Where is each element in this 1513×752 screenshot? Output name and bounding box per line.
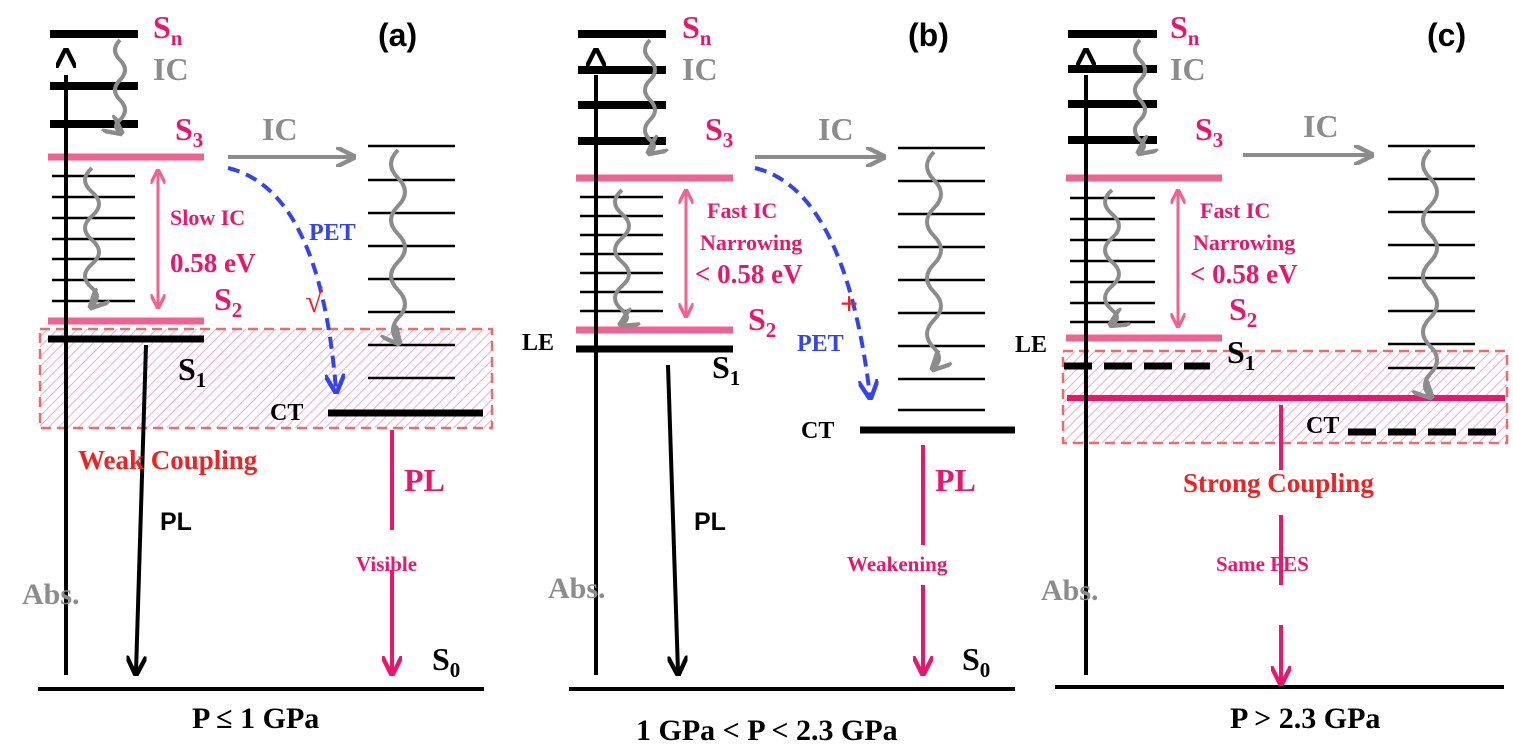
gap-label: Narrowing (700, 230, 802, 255)
s1-label: S1 (178, 351, 206, 392)
pressure-label: 1 GPa < P < 2.3 GPa (636, 714, 898, 747)
ic-wavy-arrow (613, 188, 629, 324)
pressure-label: P > 2.3 GPa (1230, 702, 1380, 735)
ic-label: IC (1303, 108, 1339, 144)
ic-label: IC (262, 111, 298, 147)
s0-label: S0 (962, 641, 990, 682)
ic-label: IC (682, 51, 718, 87)
abs-label: Abs. (1041, 574, 1099, 607)
pl-label: PL (160, 508, 192, 536)
ic-wavy-arrow (83, 166, 99, 306)
s2-label: S2 (214, 281, 242, 322)
ic-wavy-arrow (645, 38, 655, 152)
pl-label: PL (694, 508, 726, 536)
gap-label: Fast IC (707, 198, 777, 223)
ic-wavy-arrow (925, 150, 941, 368)
s1-label: S1 (712, 349, 740, 390)
pet-allowed-mark: √ (305, 283, 323, 319)
gap-label: < 0.58 eV (695, 259, 803, 289)
pl-note: Visible (356, 552, 417, 576)
ic-label: IC (1170, 51, 1206, 87)
le-label: LE (1015, 332, 1047, 358)
panel-b: (b) Sn IC S3 IC Fast IC Narrowing < 0.58… (522, 9, 1015, 747)
vibrational-levels (580, 195, 663, 313)
ct-vibrational-levels (898, 146, 985, 412)
ct-label: CT (270, 400, 303, 426)
pl-label: PL (404, 462, 445, 498)
ic-label: IC (153, 51, 189, 87)
abs-label: Abs. (22, 578, 80, 611)
pl-note: Weakening (847, 552, 948, 576)
ic-wavy-arrow (115, 38, 125, 132)
gap-label: Narrowing (1193, 230, 1295, 255)
gap-label: 0.58 eV (170, 248, 256, 278)
ct-label: CT (1306, 413, 1339, 439)
panel-letter: (b) (908, 17, 949, 53)
panel-c: (c) Sn IC S3 IC Fast IC Narrowing < 0.58… (1015, 9, 1509, 735)
ic-wavy-arrow (391, 148, 407, 342)
pet-arrow (754, 166, 870, 396)
pl-arrow-left (666, 364, 678, 672)
ic-label: IC (818, 111, 854, 147)
gap-label: < 0.58 eV (1190, 259, 1298, 289)
gap-label: Fast IC (1200, 198, 1270, 223)
pet-label: PET (309, 220, 356, 246)
sn-label: Sn (1170, 9, 1200, 50)
ct-label: CT (801, 418, 834, 444)
ct-vibrational-levels (1388, 144, 1475, 370)
ic-wavy-arrow (1103, 188, 1119, 324)
sn-label: Sn (682, 9, 712, 50)
gap-label: Slow IC (170, 205, 245, 230)
pressure-label: P ≤ 1 GPa (192, 702, 319, 735)
s2-label: S2 (748, 301, 776, 342)
s3-label: S3 (1195, 111, 1223, 152)
s0-label: S0 (432, 641, 460, 682)
pl-note: Same PES (1216, 552, 1309, 576)
pet-label: PET (797, 331, 844, 357)
s3-label: S3 (705, 111, 733, 152)
panel-letter: (c) (1427, 17, 1466, 53)
s3-label: S3 (175, 111, 203, 152)
sn-label: Sn (153, 9, 183, 50)
ic-wavy-arrow (1423, 148, 1439, 396)
pet-blocked-mark: + (840, 285, 858, 321)
pl-label: PL (935, 462, 976, 498)
pet-arrow (227, 166, 336, 390)
panel-a: (a) Sn IC S3 IC Slow IC 0.58 eV PET √ S2… (22, 9, 494, 735)
le-label: LE (522, 330, 554, 356)
coupling-label: Strong Coupling (1183, 468, 1374, 498)
s1-label: S1 (1227, 334, 1255, 375)
pl-arrow-left (136, 344, 148, 672)
panel-letter: (a) (378, 17, 417, 53)
coupling-label: Weak Coupling (78, 445, 258, 475)
abs-label: Abs. (548, 572, 606, 605)
ic-wavy-arrow (1135, 38, 1145, 152)
s2-label: S2 (1229, 291, 1257, 332)
